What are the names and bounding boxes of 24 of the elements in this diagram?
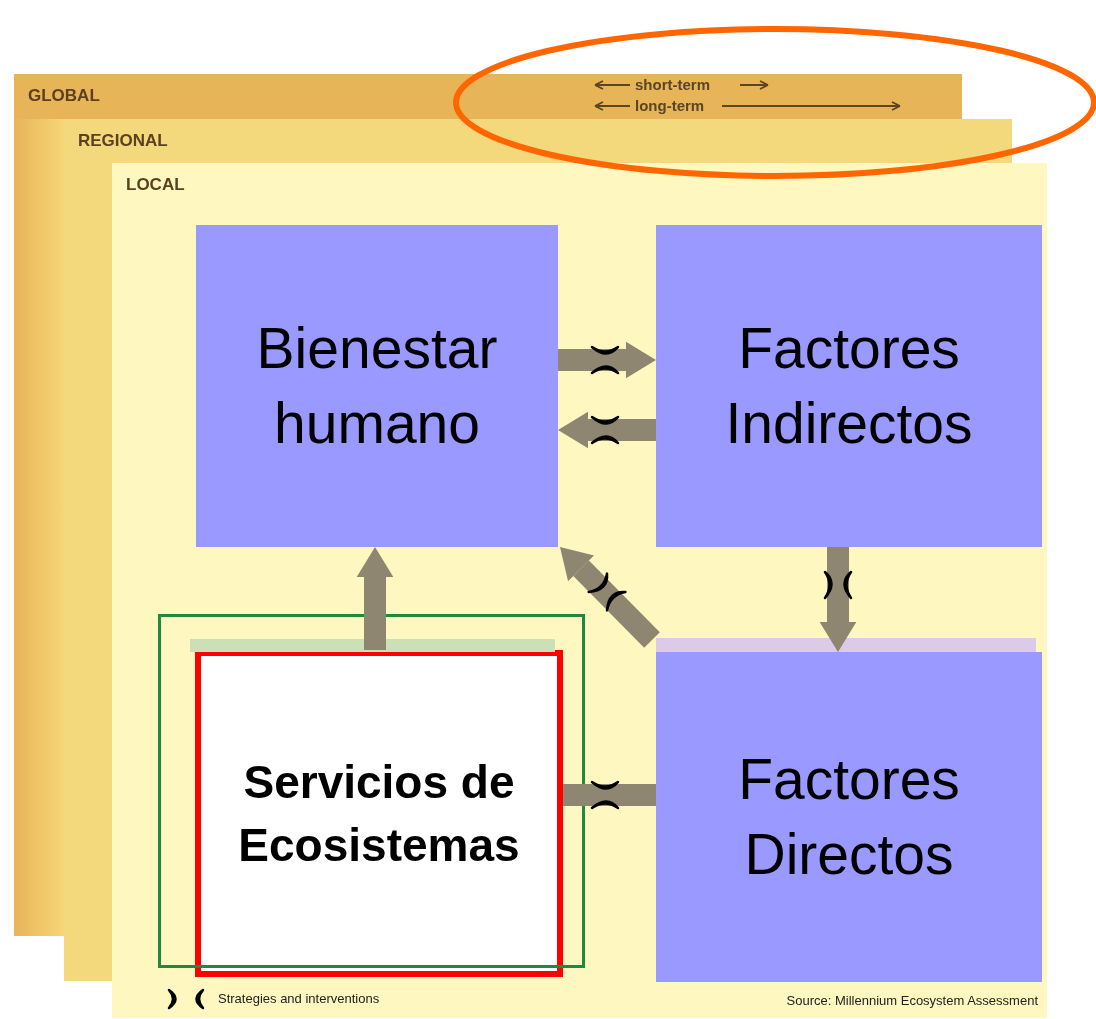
term-label: short-term bbox=[635, 77, 710, 92]
term-label: long-term bbox=[635, 98, 705, 113]
band-label: REGIONAL bbox=[78, 130, 168, 152]
box-title: Bienestar humano bbox=[255, 314, 499, 457]
band-label: LOCAL bbox=[126, 174, 185, 196]
legend-label: Strategies and interventions bbox=[218, 990, 380, 1009]
box-title: Factores Directos bbox=[737, 745, 961, 888]
flow-arrow bbox=[558, 341, 656, 379]
highlighted-box bbox=[195, 650, 563, 977]
scale-band bbox=[64, 119, 1012, 163]
flow-arrow bbox=[558, 411, 656, 449]
scale-band bbox=[14, 74, 962, 119]
flow-arrow bbox=[819, 547, 857, 652]
box-title: Factores Indirectos bbox=[724, 314, 974, 457]
concept-box bbox=[196, 225, 558, 547]
source-note: Source: Millennium Ecosystem Assessment bbox=[786, 992, 1038, 1010]
concept-box bbox=[656, 225, 1042, 547]
sheet-edge bbox=[64, 163, 112, 981]
flow-arrow bbox=[356, 547, 394, 650]
sheet-edge bbox=[14, 119, 64, 936]
scale-band bbox=[112, 163, 1047, 1018]
box-title: Servicios de Ecosistemas bbox=[237, 755, 521, 873]
concept-box bbox=[656, 652, 1042, 982]
band-label: GLOBAL bbox=[28, 85, 100, 107]
